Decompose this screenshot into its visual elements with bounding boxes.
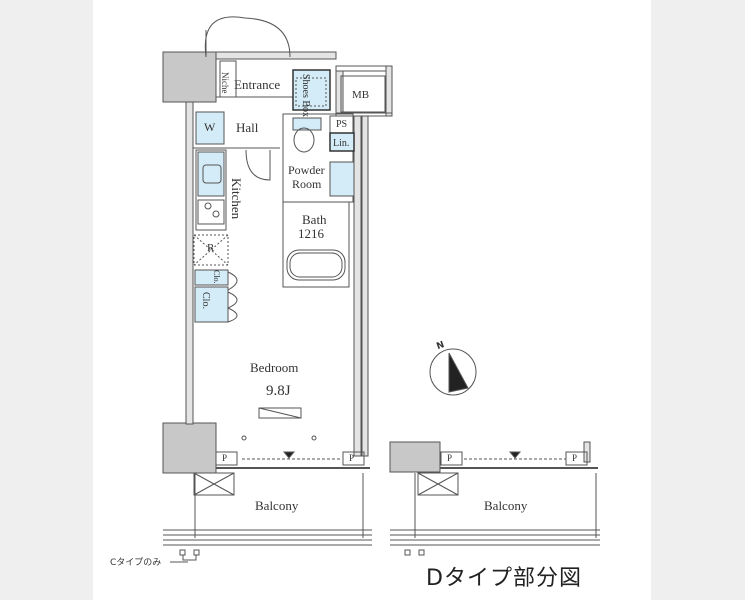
label-washer: W bbox=[204, 120, 216, 134]
column-bottom-left-d bbox=[389, 441, 441, 473]
pipe-right-d bbox=[565, 451, 588, 466]
niche bbox=[219, 60, 237, 98]
label-pipe-right: P bbox=[349, 453, 355, 463]
mb bbox=[340, 75, 386, 113]
note-c-type-only: Cタイプのみ bbox=[110, 558, 162, 568]
closet-lower bbox=[194, 286, 229, 323]
label-bath: Bath bbox=[302, 212, 327, 227]
caption: Dタイプ部分図 bbox=[426, 566, 582, 591]
label-kitchen: Kitchen bbox=[229, 178, 244, 220]
label-ps: PS bbox=[336, 119, 348, 130]
kitchen-counter bbox=[195, 149, 227, 231]
label-linen: Lin. bbox=[333, 138, 350, 149]
pipe-left bbox=[215, 451, 238, 466]
ac-outdoor-unit-c bbox=[193, 472, 235, 496]
label-hall: Hall bbox=[236, 120, 259, 135]
label-bedroom-size: 9.8J bbox=[266, 383, 291, 399]
label-bedroom: Bedroom bbox=[250, 360, 299, 375]
compass-icon bbox=[429, 348, 477, 396]
entrance-door bbox=[204, 16, 291, 58]
walls bbox=[185, 51, 591, 463]
label-powder-room-2: Room bbox=[292, 177, 322, 191]
label-pipe-left-d: P bbox=[447, 453, 453, 463]
shoes-box bbox=[292, 69, 331, 111]
label-bath-size: 1216 bbox=[298, 226, 324, 241]
label-niche: Niche bbox=[220, 72, 230, 94]
pipe-left-d bbox=[440, 451, 463, 466]
refrigerator bbox=[193, 234, 229, 266]
label-closet-upper: Clo. bbox=[212, 270, 221, 284]
label-balcony-c: Balcony bbox=[255, 498, 299, 513]
label-powder-room-1: Powder bbox=[288, 163, 325, 177]
label-closet-lower: Clo. bbox=[200, 292, 211, 309]
label-refrigerator: R bbox=[207, 242, 215, 254]
label-mb: MB bbox=[352, 89, 370, 101]
bath bbox=[282, 201, 350, 288]
label-pipe-left: P bbox=[222, 453, 228, 463]
pipe-right bbox=[342, 451, 365, 466]
label-balcony-d: Balcony bbox=[484, 498, 528, 513]
column-top-left bbox=[162, 51, 217, 103]
linen bbox=[329, 132, 355, 152]
label-shoes-box: Shoes Box bbox=[300, 74, 311, 118]
ac-outdoor-unit-d bbox=[417, 472, 459, 496]
column-bottom-left bbox=[162, 422, 217, 474]
label-pipe-right-d: P bbox=[572, 453, 578, 463]
washer bbox=[195, 111, 225, 145]
label-entrance: Entrance bbox=[234, 77, 281, 92]
ac-unit bbox=[258, 407, 302, 419]
closet-upper bbox=[194, 269, 229, 286]
